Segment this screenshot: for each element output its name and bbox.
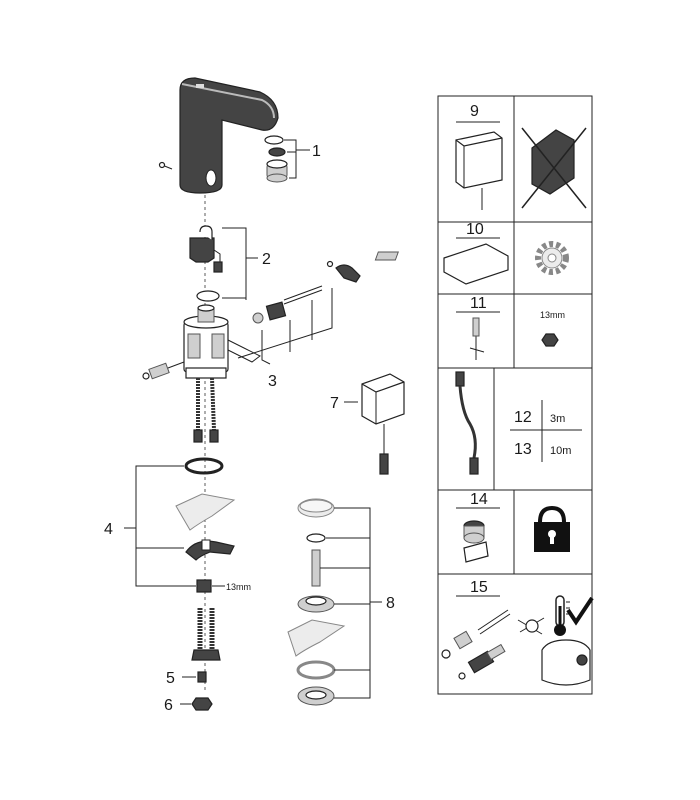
part-label-8: 8	[386, 595, 395, 612]
supply-hoses-part	[191, 608, 221, 661]
table-label-11-nut: 13mm	[540, 310, 565, 320]
valve-screw-part	[252, 285, 323, 324]
key-tool-icon	[469, 317, 485, 360]
aerator-part	[264, 135, 288, 183]
part-label-5: 5	[166, 670, 175, 687]
table-label-14: 14	[470, 491, 488, 508]
table-label-11: 11	[470, 295, 487, 312]
table-label-12: 12	[514, 409, 532, 426]
thermometer-icon	[554, 595, 570, 636]
set-screw-icon	[158, 161, 173, 170]
no-battery-icon	[521, 127, 587, 209]
table-label-12-length: 3m	[550, 413, 565, 425]
control-housing-part	[183, 304, 261, 379]
fitting-part-5	[197, 671, 207, 683]
table-label-9: 9	[470, 103, 479, 120]
o-ring-part	[196, 290, 220, 302]
drain-ring-part	[306, 533, 326, 543]
anti-theft-aerator-icon	[463, 520, 489, 563]
extension-cable-icon	[455, 371, 479, 475]
gear-icon	[535, 241, 569, 275]
thermostat-kit-icon	[441, 609, 511, 680]
clamp-plate-part	[185, 539, 235, 561]
part-label-1: 1	[312, 143, 321, 160]
hoses-part	[193, 377, 219, 443]
check-mark-icon	[566, 596, 594, 626]
nut-part-6	[191, 697, 213, 711]
accessory-table	[437, 95, 593, 695]
remote-control-icon	[374, 243, 509, 285]
drain-nut-part	[297, 686, 335, 706]
basin-surface-part	[287, 619, 346, 657]
part-label-4: 4	[104, 521, 113, 538]
table-label-13-length: 10m	[550, 445, 571, 457]
part-label-7: 7	[330, 395, 339, 412]
lock-icon	[534, 505, 570, 552]
table-label-13: 13	[514, 441, 532, 458]
battery-box-icon	[455, 131, 503, 210]
power-adapter-part	[361, 373, 405, 475]
table-label-15: 15	[470, 579, 488, 596]
counter-surface-part	[175, 493, 236, 531]
no-tool-icon	[517, 617, 545, 635]
nut-part	[196, 579, 212, 593]
solenoid-valve-part	[189, 225, 223, 273]
drain-cap-part	[297, 498, 335, 518]
lever-handle-part	[326, 260, 361, 283]
drain-rod-part	[311, 549, 321, 587]
dimension-label-13mm: 13mm	[226, 582, 251, 592]
part-label-3: 3	[268, 373, 277, 390]
table-label-10: 10	[466, 221, 484, 238]
gasket-ring-part	[184, 457, 224, 475]
faucet-body	[179, 77, 279, 194]
cover-plate-icon	[541, 639, 591, 686]
hex-nut-icon	[541, 333, 559, 347]
drain-flange-part	[297, 595, 335, 613]
mounting-bolt-left	[142, 361, 185, 380]
part-label-6: 6	[164, 697, 173, 714]
drain-washer-part	[296, 660, 336, 680]
part-label-2: 2	[262, 251, 271, 268]
